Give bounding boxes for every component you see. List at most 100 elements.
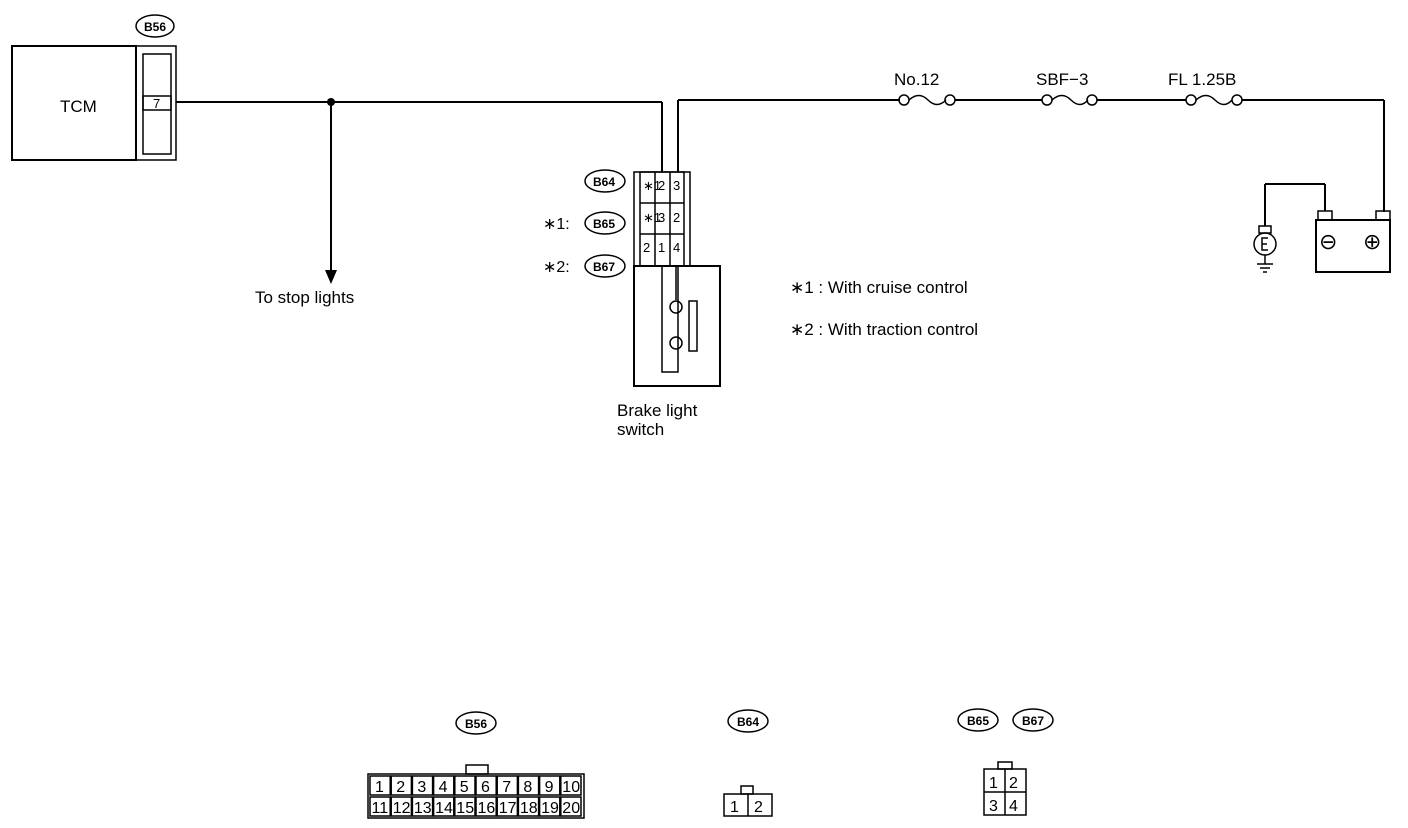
fl-terminal-right: [1231, 94, 1243, 106]
switch-label-line2: switch: [617, 420, 664, 439]
b64-pin: 2: [754, 799, 763, 816]
b56-pin-cell: [390, 775, 413, 796]
pin-cell: 1: [658, 240, 665, 255]
b56-pin-cell: [411, 775, 434, 796]
fl-terminal-left: [1185, 94, 1197, 106]
pin-cell: 2: [658, 178, 665, 193]
tcm-unit: TCM 7 B56: [11, 14, 177, 161]
brake-light-switch: [633, 265, 721, 387]
b65-view-tag: B65: [967, 714, 989, 728]
b56-connector-tag: [135, 14, 175, 38]
b56-pin: 18: [520, 800, 538, 817]
b56-pin-cell: [496, 775, 519, 796]
pin-cell: 3: [673, 178, 680, 193]
pin-cell: 3: [658, 210, 665, 225]
b65-pin: 2: [1009, 775, 1018, 792]
b64-pin: 1: [730, 799, 739, 816]
b56-pin: 6: [481, 779, 490, 796]
b56-pin: 3: [417, 779, 426, 796]
b65-pin: 1: [989, 775, 998, 792]
pin-cell: ∗1: [643, 178, 661, 193]
b64-view-tag: B64: [737, 715, 759, 729]
battery-pos-post: [1375, 210, 1391, 221]
b56-pin-cell: [454, 796, 476, 817]
arrow-down-icon: [325, 270, 337, 284]
b65-tag: [584, 211, 626, 235]
b56-pin: 11: [372, 800, 389, 817]
b56-pin: 1: [375, 779, 384, 796]
signal-wire: To stop lights: [176, 98, 663, 307]
b56-pin-cell: [432, 775, 455, 796]
b56-pin: 16: [478, 800, 496, 817]
b56-pin-cell: [517, 775, 540, 796]
b56-pin-cell: [369, 775, 391, 796]
note1-marker: ∗1:: [543, 216, 570, 233]
pin-cell: 4: [673, 240, 680, 255]
switch-label-line1: Brake light: [617, 401, 698, 420]
b56-pin-cell: [432, 796, 455, 817]
b56-pin: 5: [460, 779, 469, 796]
switch-contact-lower: [669, 336, 683, 350]
fusible-link-icon: [1195, 94, 1233, 106]
b56-view-tag: B56: [465, 717, 487, 731]
fuse-no12-icon: [908, 94, 947, 106]
pin-cell: 2: [673, 210, 680, 225]
b56-connector-face: [367, 773, 585, 819]
b56-pin: 2: [396, 779, 405, 796]
fuse-no12-label: No.12: [894, 70, 939, 89]
fuse-sbf3-label: SBF−3: [1036, 70, 1088, 89]
b56-pin: 8: [523, 779, 532, 796]
b56-pin-cell: [538, 775, 561, 796]
b56-pin-cell: [538, 796, 561, 817]
power-wire: No.12 SBF−3 FL 1.25B: [677, 70, 1385, 212]
b56-pin-cell: [411, 796, 434, 817]
connector-view-b64: B64 1 2: [723, 709, 773, 817]
b56-pin: 13: [414, 800, 432, 817]
fuse-no12-terminal-left: [898, 94, 910, 106]
switch-contact-upper: [669, 300, 683, 314]
b56-pin: 17: [499, 800, 517, 817]
b56-pin-cell: [560, 775, 582, 796]
b56-pin: 19: [541, 800, 559, 817]
b67-tag: [584, 254, 626, 278]
pin-cell: ∗1: [643, 210, 661, 225]
b65-pin: 4: [1009, 798, 1018, 815]
tcm-label: TCM: [60, 97, 97, 116]
pin-cell: 2: [643, 240, 650, 255]
b56-pin-cell: [475, 796, 497, 817]
b56-pin: 12: [393, 800, 411, 817]
battery-minus-icon: ⊖: [1319, 229, 1337, 254]
brake-switch-connectors: ∗1 2 3 ∗1 3 2 2 1 4 B64 ∗1: B65 ∗2: B67 …: [543, 169, 721, 439]
fusible-link-label: FL 1.25B: [1168, 70, 1236, 89]
b56-pin: 15: [456, 800, 474, 817]
b56-pin: 9: [545, 779, 554, 796]
b56-pin-cell: [560, 796, 582, 817]
b56-pin-cell: [454, 775, 476, 796]
tcm-pin-7-cell: [142, 95, 172, 111]
note-traction-control: ∗2 : With traction control: [790, 320, 978, 339]
b56-pin-cell: [496, 796, 519, 817]
stop-lights-label: To stop lights: [255, 288, 354, 307]
battery-neg-post: [1317, 210, 1333, 221]
b64-tag-text: B64: [593, 175, 615, 189]
note-cruise-control: ∗1 : With cruise control: [790, 278, 968, 297]
switch-plunger: [688, 300, 698, 352]
fuse-sbf3-terminal-right: [1086, 94, 1098, 106]
fuse-sbf3-terminal-left: [1041, 94, 1053, 106]
b56-pin: 7: [502, 779, 511, 796]
b56-tag-text: B56: [144, 20, 166, 34]
b67-tag-text: B67: [593, 260, 615, 274]
b64-tag: [584, 169, 626, 193]
b67-view-tag: B67: [1022, 714, 1044, 728]
b65-pin: 3: [989, 798, 998, 815]
fuse-sbf3-icon: [1051, 94, 1089, 106]
b56-pin: 14: [435, 800, 453, 817]
tcm-pin-label: 7: [153, 96, 160, 111]
b56-pin-cell: [390, 796, 413, 817]
note2-marker: ∗2:: [543, 259, 570, 276]
battery: ⊖ ⊕: [1253, 183, 1391, 273]
b56-pin-cell: [369, 796, 391, 817]
b56-pin: 20: [562, 800, 580, 817]
